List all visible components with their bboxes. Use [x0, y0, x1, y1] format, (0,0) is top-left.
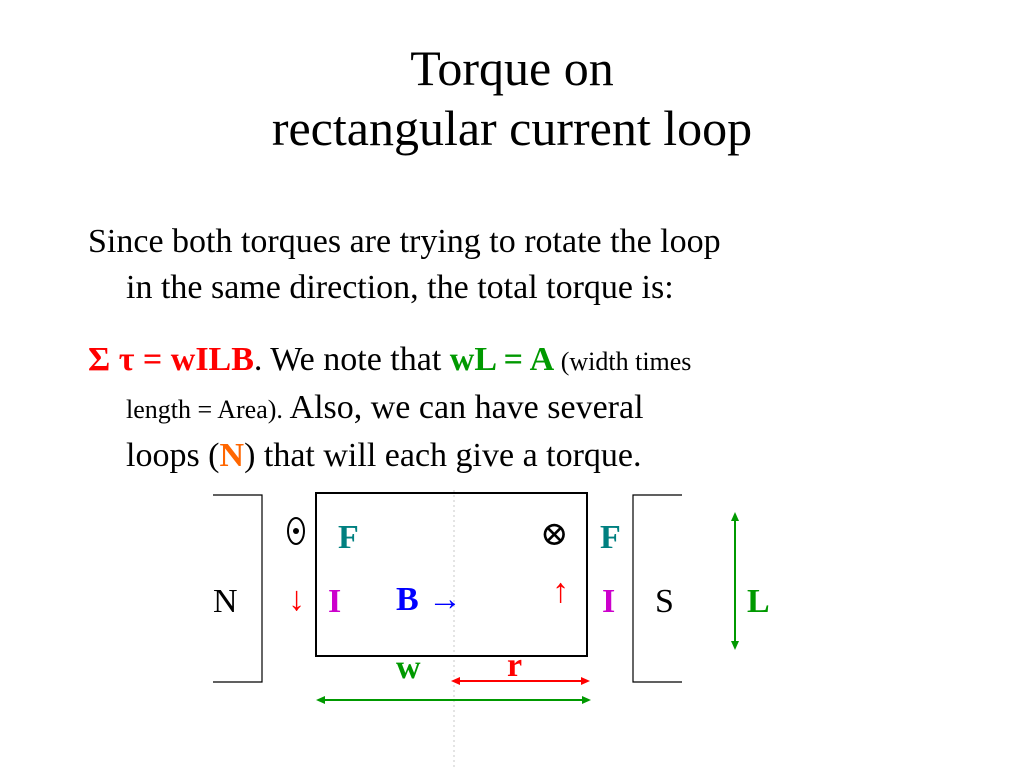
n-symbol: N: [219, 437, 245, 474]
paragraph2-line-1: Σ τ = wILB. We note that wL = A (width t…: [88, 337, 958, 385]
area-formula: wL = A: [449, 341, 555, 378]
circle-times-icon: ⊗: [540, 516, 569, 553]
also-text: Also, we can have several: [282, 389, 644, 426]
south-label: S: [655, 583, 674, 620]
paragraph2-line-3: loops (N) that will each give a torque.: [88, 433, 958, 479]
current-loop-rectangle: [315, 492, 588, 657]
down-arrow-icon: ↓: [288, 581, 305, 618]
north-label: N: [213, 583, 238, 620]
loops-close-text: ) that will each give a torque.: [244, 437, 642, 474]
width-times-note: (width times: [554, 347, 692, 376]
up-arrow-icon: ↑: [552, 573, 569, 610]
south-magnet-bracket: [632, 494, 682, 683]
force-left-label: F: [338, 519, 359, 556]
torque-formula: Σ τ = wILB: [88, 341, 254, 378]
paragraph1-line-2: in the same direction, the total torque …: [126, 269, 674, 306]
dot-in-circle-icon: [287, 517, 305, 545]
current-right-label: I: [602, 583, 616, 620]
radius-label: r: [507, 647, 523, 684]
field-label: B: [396, 581, 419, 618]
paragraph-total-torque: Since both torques are trying to rotate …: [88, 219, 958, 311]
field-arrow-icon: →: [428, 581, 462, 618]
paragraph-area-note: Σ τ = wILB. We note that wL = A (width t…: [88, 337, 958, 479]
title-line-1: Torque on: [410, 40, 614, 96]
title-line-2: rectangular current loop: [271, 100, 753, 156]
loops-open-text: loops (: [126, 437, 220, 474]
current-left-label: I: [328, 583, 342, 620]
paragraph1-line-1: Since both torques are trying to rotate …: [88, 223, 721, 260]
width-label: w: [396, 649, 421, 686]
north-magnet-bracket: [213, 494, 263, 683]
paragraph2-line-2: length = Area). Also, we can have severa…: [88, 385, 958, 433]
length-area-note: length = Area).: [126, 395, 283, 424]
slide-title: Torque on rectangular current loop: [0, 38, 1024, 158]
we-note-text: . We note that: [253, 341, 450, 378]
force-right-label: F: [600, 519, 621, 556]
length-label: L: [747, 583, 770, 620]
